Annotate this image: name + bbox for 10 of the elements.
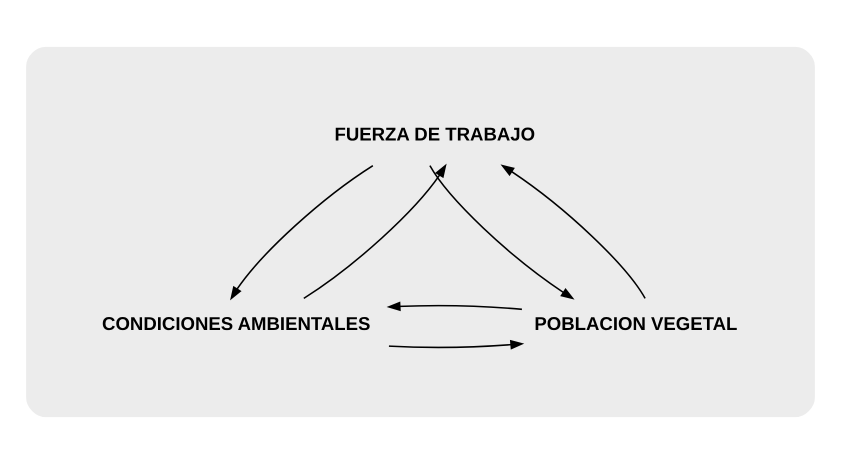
arrow xyxy=(386,300,522,311)
node-text: CONDICIONES AMBIENTALES xyxy=(102,312,370,334)
arrow xyxy=(303,163,447,299)
node-text: POBLACION VEGETAL xyxy=(534,312,738,334)
arrow xyxy=(230,164,374,300)
arrow xyxy=(429,164,575,300)
arrow xyxy=(500,164,646,298)
cluster xyxy=(26,46,815,417)
arrow xyxy=(388,339,524,350)
node-text: FUERZA DE TRABAJO xyxy=(334,123,536,144)
